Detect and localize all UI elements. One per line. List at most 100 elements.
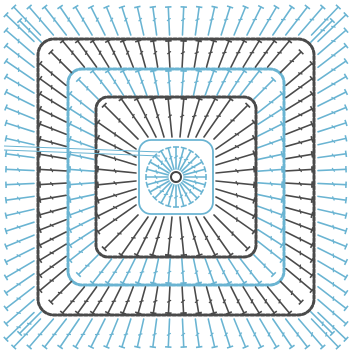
- round-3-stitch-0-10: [217, 71, 229, 95]
- round-1-stitch-23-top: [204, 166, 206, 172]
- round-5-stitch-2-6-dash: [109, 334, 113, 335]
- round-4-stitch-0-10-dash: [195, 52, 199, 54]
- round-5-stitch-3-21: [6, 313, 34, 340]
- round-5-stitch-0-0: [14, 7, 41, 35]
- round-3-stitch-0-7: [182, 71, 184, 95]
- round-2-stitch-3-7: [98, 197, 136, 216]
- round-5-stitch-3-15-top: [5, 244, 7, 250]
- round-5-stitch-2-7-dash: [124, 334, 128, 335]
- round-3-stitch-1-12: [258, 241, 282, 260]
- round-3-stitch-1-9-dash: [271, 209, 272, 213]
- round-5-stitch-0-14-top: [227, 6, 233, 8]
- round-3-stitch-1-2: [258, 109, 282, 124]
- round-3-stitch-0-9: [205, 71, 214, 95]
- round-3-stitch-3-4-top: [69, 136, 71, 142]
- round-3-stitch-0-5-top: [150, 70, 156, 71]
- round-3-stitch-3-2: [70, 109, 94, 124]
- round-4-stitch-1-11-top: [311, 212, 313, 218]
- round-3-stitch-corner-2: [78, 255, 98, 275]
- round-5-stitch-1-16: [318, 248, 346, 262]
- round-5-stitch-2-8-top: [134, 346, 140, 347]
- round-4-stitch-1-16-dash: [300, 278, 301, 282]
- round-4-stitch-1-12-dash: [300, 223, 301, 227]
- round-4-stitch-2-5-dash: [125, 301, 129, 302]
- round-5-stitch-1-15-top: [345, 244, 347, 250]
- round-3-stitch-corner-3-dash: [87, 86, 88, 90]
- round-5-stitch-3-6-dash: [18, 110, 19, 114]
- round-5-stitch-0-12-top: [196, 7, 202, 8]
- round-4-stitch-0-11-dash: [208, 52, 212, 53]
- round-4-stitch-2-10-top: [196, 312, 202, 313]
- round-5-stitch-2-11: [182, 319, 183, 347]
- round-2-stitch-0-2: [137, 99, 156, 137]
- round-5-stitch-1-20-dash: [333, 311, 334, 315]
- round-2-stitch-corner-2-dash: [117, 233, 121, 234]
- round-3-stitch-1-4-top: [281, 136, 283, 142]
- round-5-stitch-1-0: [318, 15, 346, 42]
- round-4-stitch-0-6-top: [135, 40, 141, 42]
- round-5-stitch-2-15-top: [243, 346, 249, 348]
- round-4-stitch-0-10-top: [196, 40, 202, 41]
- round-4-stitch-2-6-dash: [139, 301, 143, 302]
- round-2-stitch-3-5-top: [98, 182, 99, 188]
- round-5-stitch-2-6-top: [103, 346, 109, 348]
- round-5-stitch-1-12-dash: [332, 196, 334, 200]
- round-3-stitch-corner-0-dash: [262, 88, 266, 89]
- round-2-stitch-0-3: [153, 99, 164, 137]
- round-5-stitch-2-20: [299, 319, 323, 347]
- round-5-stitch-1-8: [318, 138, 346, 144]
- round-5-stitch-1-13-dash: [333, 211, 334, 215]
- round-3-stitch-0-2: [108, 71, 123, 95]
- round-5-stitch-corner-3-dash: [29, 28, 30, 32]
- round-5-stitch-0-8-top: [134, 6, 140, 7]
- round-4-stitch-3-5: [40, 124, 66, 134]
- round-5-stitch-1-21-dash: [333, 325, 334, 329]
- round-5-stitch-1-9-top: [346, 151, 347, 157]
- round-5-stitch-1-13-top: [345, 213, 346, 219]
- round-5-stitch-0-15-top: [243, 6, 249, 8]
- round-4-stitch-1-7-top: [311, 151, 312, 157]
- round-2-stitch-1-6-dash: [236, 193, 237, 197]
- round-5-stitch-3-8-dash: [18, 139, 19, 143]
- round-3-stitch-corner-1: [254, 255, 274, 275]
- round-2-stitch-1-2: [216, 138, 254, 157]
- round-4-stitch-3-6-dash: [51, 140, 52, 144]
- round-4-stitch-2-3: [93, 287, 109, 313]
- round-3-stitch-0-1: [93, 71, 112, 95]
- round-2-stitch-1-5-top: [254, 182, 255, 188]
- round-4-stitch-1-3: [286, 94, 312, 110]
- round-4-stitch-0-5: [123, 41, 133, 67]
- round-3-stitch-3-6: [70, 169, 94, 171]
- round-2-stitch-2-4-top: [165, 255, 171, 256]
- round-3-stitch-3-11: [70, 230, 94, 245]
- round-3-stitch-2-1: [93, 259, 112, 283]
- round-2-stitch-3-3-dash: [115, 157, 116, 161]
- round-2-stitch-corner-1-dash: [232, 231, 233, 235]
- round-3-stitch-2-9: [205, 259, 214, 283]
- round-2-stitch-corner-1: [214, 215, 248, 249]
- round-5-stitch-0-17: [260, 7, 277, 35]
- round-2-stitch-1-3: [216, 154, 254, 165]
- round-4-stitch-1-11-dash: [300, 209, 301, 213]
- round-2-stitch-3-5: [98, 181, 136, 185]
- round-4-stitch-3-1-dash: [51, 71, 52, 75]
- center-magic-ring: [171, 172, 181, 182]
- round-1-stitch-3-dash: [190, 189, 191, 193]
- round-3-stitch-1-8-dash: [270, 195, 272, 199]
- round-5-stitch-2-7-top: [119, 346, 125, 348]
- round-4-stitch-0-9: [182, 41, 183, 67]
- round-4-stitch-1-4: [286, 109, 312, 122]
- round-4-stitch-0-8: [168, 41, 169, 67]
- round-2-stitch-0-6: [188, 99, 199, 137]
- round-3-stitch-0-3: [123, 71, 135, 95]
- round-3-stitch-0-11: [229, 71, 244, 95]
- round-3-stitch-1-6: [258, 169, 282, 171]
- round-2-stitch-2-2: [137, 217, 156, 255]
- round-5-stitch-1-1: [318, 30, 346, 54]
- round-3-stitch-1-4: [258, 139, 282, 148]
- round-4-stitch-2-7-top: [150, 312, 156, 313]
- round-5-stitch-3-7-dash: [18, 125, 19, 129]
- round-4-stitch-3-9: [40, 183, 66, 184]
